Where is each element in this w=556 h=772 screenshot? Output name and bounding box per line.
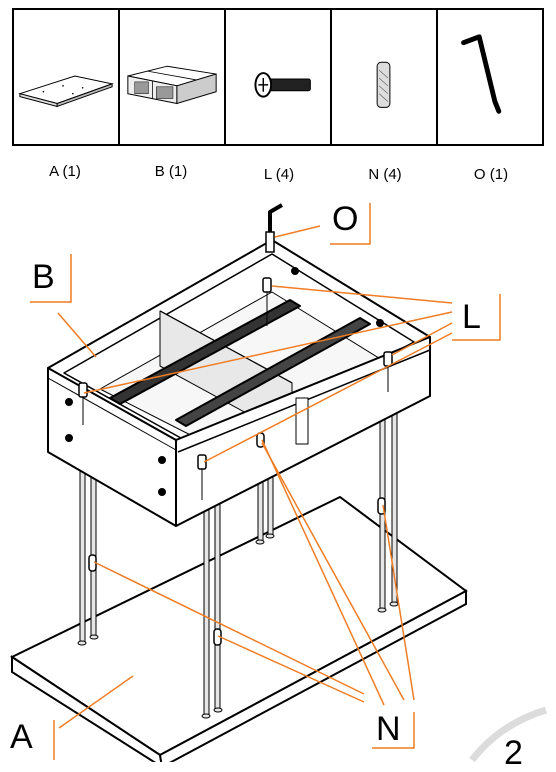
part-cell-b [120, 10, 226, 144]
panel-a [9, 495, 468, 762]
frame-b [47, 239, 431, 527]
callout-b: B [32, 258, 55, 296]
part-cell-a [14, 10, 120, 144]
page-watermark [469, 706, 548, 762]
part-label-l: L (4) [263, 166, 295, 183]
panel-icon [18, 75, 114, 108]
allen-key-o [265, 203, 284, 253]
screws-l [78, 277, 393, 500]
callout-l: L [462, 298, 481, 336]
callout-n: N [376, 710, 401, 748]
screw-icon [254, 72, 311, 98]
allen-key-icon [461, 34, 502, 114]
part-cell-l [226, 10, 332, 144]
part-label-o: O (1) [473, 166, 509, 183]
part-label-n: N (4) [368, 166, 402, 183]
callout-a: A [10, 718, 33, 756]
part-cell-o [438, 10, 542, 144]
frame-icon [127, 65, 217, 105]
parts-table [12, 8, 544, 146]
part-cell-n [332, 10, 438, 144]
page-number: 2 [504, 734, 523, 772]
part-label-b: B (1) [154, 163, 188, 180]
leader-lines [30, 203, 501, 760]
part-label-a: A (1) [49, 163, 81, 180]
callout-o: O [332, 200, 359, 238]
dowel-icon [376, 61, 391, 108]
